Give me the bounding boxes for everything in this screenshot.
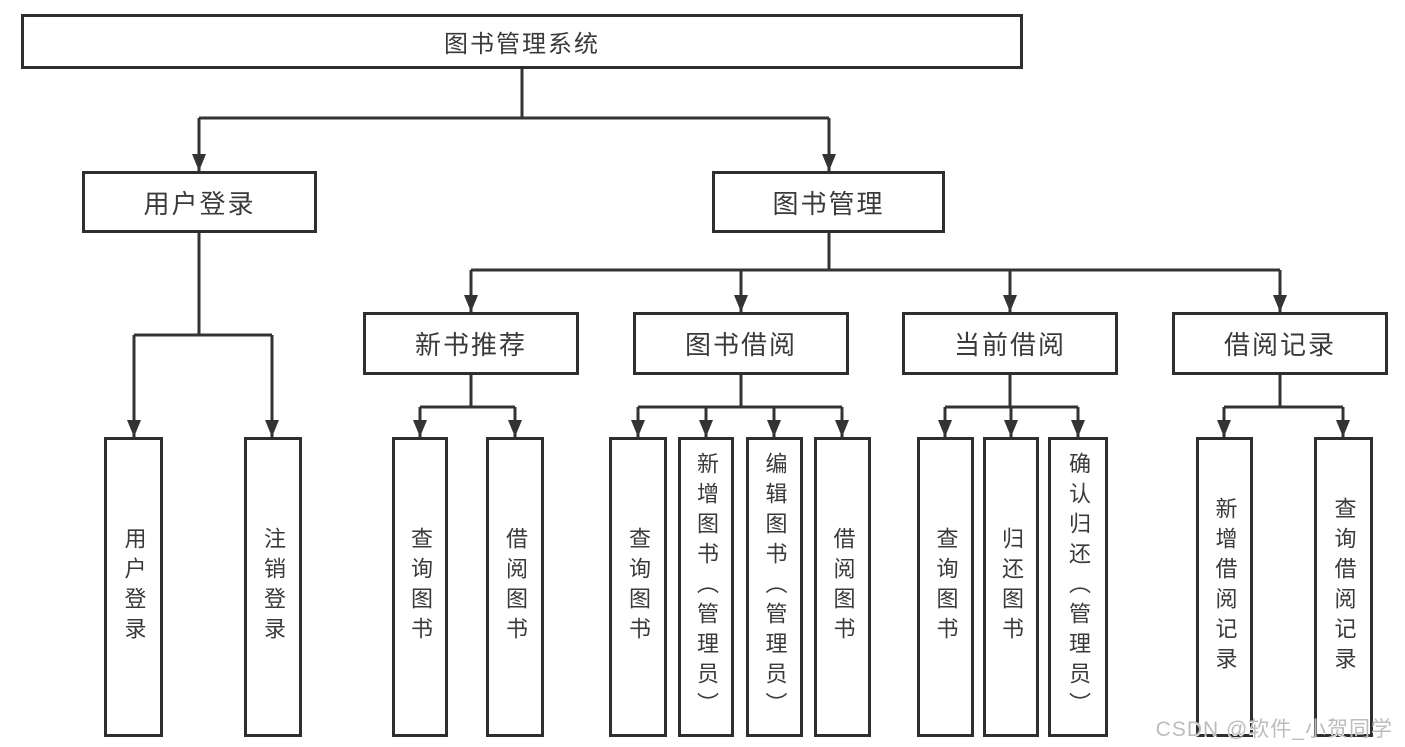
leaf-return-book-label: 归还图书 xyxy=(999,527,1024,647)
leaf-borrow-book-1: 借阅图书 xyxy=(486,437,544,737)
leaf-user-login: 用户登录 xyxy=(104,437,163,737)
leaf-query-book-3-label: 查询图书 xyxy=(933,527,959,647)
leaf-query-book-1: 查询图书 xyxy=(392,437,448,737)
leaf-confirm-return-admin: 确认归还（管理员） xyxy=(1048,437,1108,737)
leaf-add-borrow-record-label: 新增借阅记录 xyxy=(1212,497,1238,677)
connector-arrows xyxy=(127,118,1350,437)
leaf-edit-book-admin-label: 编辑图书（管理员） xyxy=(762,452,788,722)
leaf-borrow-book-2-label: 借阅图书 xyxy=(830,527,856,647)
leaf-confirm-return-admin-label: 确认归还（管理员） xyxy=(1066,452,1091,722)
leaf-query-borrow-record: 查询借阅记录 xyxy=(1314,437,1373,737)
leaf-add-book-admin-label: 新增图书（管理员） xyxy=(694,452,719,722)
leaf-logout-login-label: 注销登录 xyxy=(261,527,286,647)
leaf-borrow-book-2: 借阅图书 xyxy=(814,437,871,737)
node-book-borrow: 图书借阅 xyxy=(633,312,849,375)
node-current-borrow: 当前借阅 xyxy=(902,312,1118,375)
leaf-query-book-2: 查询图书 xyxy=(609,437,667,737)
leaf-query-borrow-record-label: 查询借阅记录 xyxy=(1331,497,1357,677)
leaf-query-book-3: 查询图书 xyxy=(917,437,974,737)
leaf-add-borrow-record: 新增借阅记录 xyxy=(1196,437,1253,737)
node-user-login: 用户登录 xyxy=(82,171,317,233)
node-book-management: 图书管理 xyxy=(712,171,945,233)
node-new-book-recommend: 新书推荐 xyxy=(363,312,579,375)
leaf-query-book-2-label: 查询图书 xyxy=(626,527,651,647)
leaf-logout-login: 注销登录 xyxy=(244,437,302,737)
node-borrow-record: 借阅记录 xyxy=(1172,312,1388,375)
watermark: CSDN @软件_小贺同学 xyxy=(1155,718,1393,741)
leaf-return-book: 归还图书 xyxy=(983,437,1039,737)
leaf-borrow-book-1-label: 借阅图书 xyxy=(503,527,528,647)
node-root-system: 图书管理系统 xyxy=(21,14,1023,69)
leaf-add-book-admin: 新增图书（管理员） xyxy=(678,437,734,737)
leaf-user-login-label: 用户登录 xyxy=(121,527,147,647)
leaf-query-book-1-label: 查询图书 xyxy=(408,527,433,647)
leaf-edit-book-admin: 编辑图书（管理员） xyxy=(746,437,803,737)
